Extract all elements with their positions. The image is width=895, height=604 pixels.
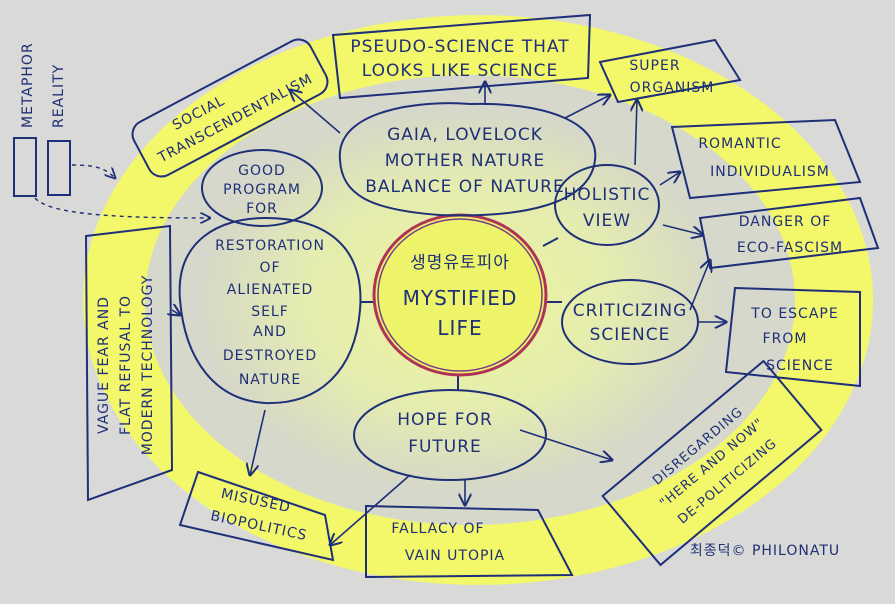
- escape-line: FROM: [763, 331, 808, 347]
- box-danger-eco-fascism[interactable]: DANGER OF ECO-FASCISM: [698, 196, 880, 270]
- danger-line: ECO-FASCISM: [737, 240, 843, 256]
- legend-reality-label: REALITY: [51, 64, 67, 128]
- restoration-line: ALIENATED: [227, 282, 314, 298]
- restoration-line: SELF: [251, 304, 289, 320]
- romantic-line: INDIVIDUALISM: [710, 164, 830, 180]
- gaia-line: MOTHER NATURE: [385, 151, 546, 171]
- restoration-line: AND: [253, 324, 287, 340]
- criticizing-line: CRITICIZING: [573, 301, 688, 321]
- node-hope-for-future[interactable]: HOPE FOR FUTURE: [353, 389, 547, 481]
- legend-reality-arrow: [71, 164, 115, 178]
- hope-line: HOPE FOR: [397, 410, 493, 430]
- good-program-line: GOOD: [238, 163, 286, 179]
- center-line1: MYSTIFIED: [403, 286, 518, 310]
- good-program-line: PROGRAM: [223, 182, 301, 198]
- super-line: ORGANISM: [630, 80, 715, 96]
- box-vague-fear[interactable]: VAGUE FEAR AND FLAT REFUSAL TO MODERN TE…: [84, 224, 174, 502]
- escape-line: SCIENCE: [766, 358, 834, 374]
- legend-reality-swatch: [47, 140, 71, 196]
- center-line2: LIFE: [437, 316, 482, 340]
- super-line: SUPER: [629, 58, 680, 74]
- restoration-line: NATURE: [239, 372, 301, 388]
- pseudo-line: PSEUDO-SCIENCE THAT: [350, 37, 569, 57]
- escape-line: TO ESCAPE: [750, 306, 838, 322]
- node-holistic-view[interactable]: HOLISTIC VIEW: [554, 164, 660, 246]
- criticizing-line: SCIENCE: [590, 325, 671, 345]
- vague-line: MODERN TECHNOLOGY: [140, 275, 156, 456]
- hope-line: FUTURE: [408, 437, 482, 457]
- vague-line: VAGUE FEAR AND: [96, 296, 112, 434]
- restoration-line: OF: [259, 260, 280, 276]
- legend-metaphor-arrow: [34, 197, 210, 218]
- danger-line: DANGER OF: [739, 214, 832, 230]
- center-node[interactable]: 생명유토피아 MYSTIFIED LIFE: [372, 213, 548, 377]
- pseudo-line: LOOKS LIKE SCIENCE: [362, 61, 559, 81]
- box-pseudo-science[interactable]: PSEUDO-SCIENCE THAT LOOKS LIKE SCIENCE: [331, 13, 592, 100]
- vague-line: FLAT REFUSAL TO: [118, 295, 134, 435]
- box-escape-from-science[interactable]: TO ESCAPE FROM SCIENCE: [724, 286, 861, 388]
- restoration-line: DESTROYED: [223, 348, 317, 364]
- node-restoration[interactable]: RESTORATION OF ALIENATED SELF AND DESTRO…: [178, 216, 362, 405]
- node-gaia[interactable]: GAIA, LOVELOCK MOTHER NATURE BALANCE OF …: [338, 102, 597, 217]
- box-fallacy-of-vain-utopia[interactable]: FALLACY OF VAIN UTOPIA: [365, 504, 574, 579]
- fallacy-line: FALLACY OF: [391, 521, 484, 537]
- node-good-program[interactable]: GOOD PROGRAM FOR: [201, 149, 323, 227]
- center-korean-label: 생명유토피아: [410, 253, 510, 273]
- romantic-line: ROMANTIC: [698, 136, 781, 152]
- box-super-organism[interactable]: SUPER ORGANISM: [598, 38, 742, 104]
- gaia-line: BALANCE OF NATURE: [365, 177, 564, 197]
- box-romantic-individualism[interactable]: ROMANTIC INDIVIDUALISM: [670, 118, 862, 200]
- legend: METAPHOR REALITY: [13, 42, 210, 218]
- connectors: [172, 82, 726, 545]
- fallacy-line: VAIN UTOPIA: [405, 548, 505, 564]
- holistic-line: VIEW: [583, 211, 631, 231]
- holistic-line: HOLISTIC: [564, 185, 651, 205]
- restoration-line: RESTORATION: [215, 238, 325, 254]
- node-criticizing-science[interactable]: CRITICIZING SCIENCE: [561, 279, 699, 365]
- legend-metaphor-label: METAPHOR: [20, 42, 36, 128]
- good-program-line: FOR: [246, 201, 278, 217]
- legend-metaphor-swatch: [13, 137, 37, 197]
- signature: 최종덕© PHILONATU: [690, 543, 840, 559]
- gaia-line: GAIA, LOVELOCK: [387, 125, 543, 145]
